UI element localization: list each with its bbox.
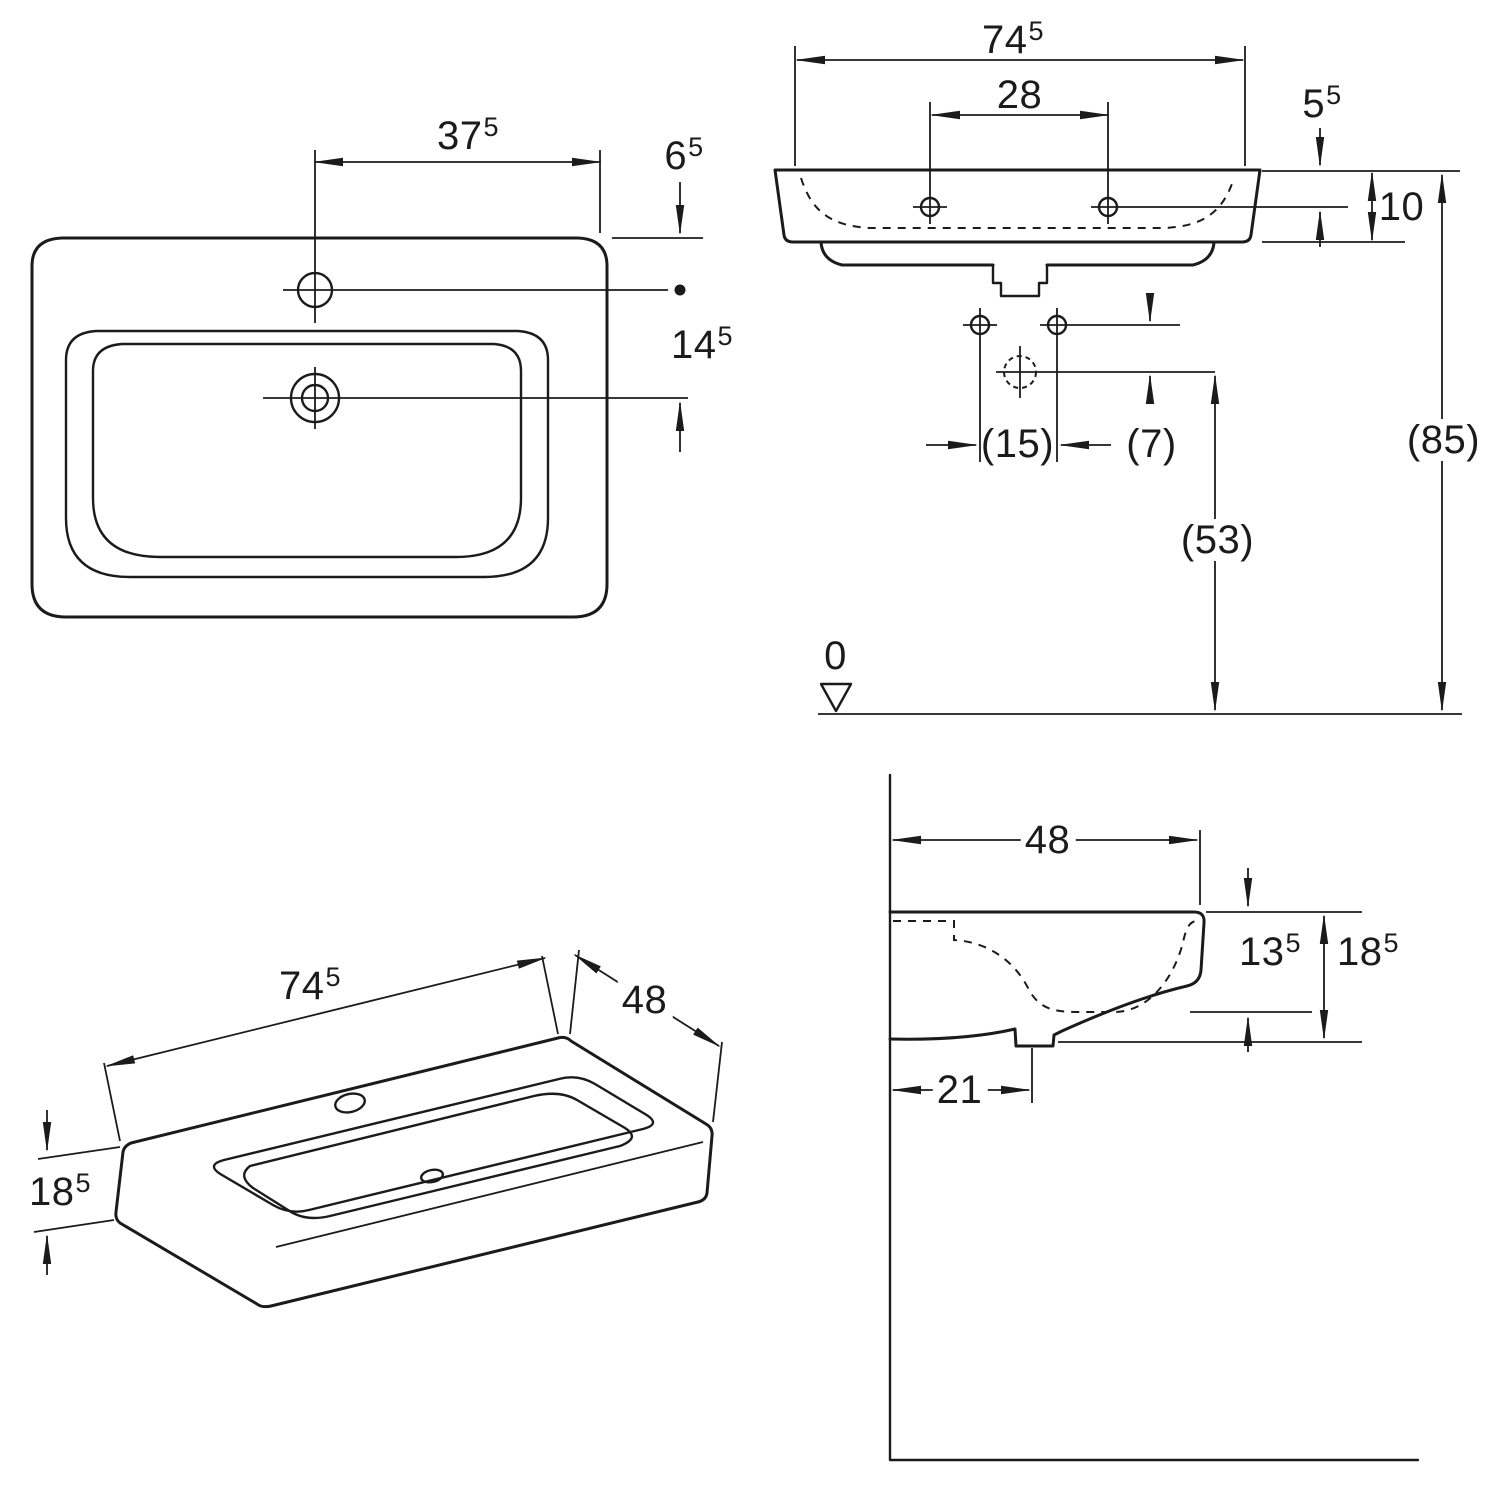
dim-value: (7) <box>1126 422 1177 466</box>
sink-body-outline <box>114 1035 714 1309</box>
dim-label-iso-height: 185 <box>28 1170 91 1214</box>
basin-bowl <box>243 1092 633 1220</box>
basin-rim <box>212 1076 655 1213</box>
dim-label-side-wall-to-drain: 21 <box>932 1068 988 1112</box>
dim-value: 48 <box>1024 818 1071 862</box>
hidden-basin-section <box>893 920 1198 1013</box>
extension-line <box>37 1146 121 1160</box>
dim-superscript: 5 <box>717 321 734 351</box>
dim-label-side-depth: 48 <box>1020 818 1076 862</box>
extension-line <box>569 949 580 1035</box>
dim-superscript: 5 <box>1285 928 1302 958</box>
dim-value: 18 <box>1336 930 1383 974</box>
dim-value: 14 <box>670 323 717 367</box>
side-view <box>888 773 1420 1462</box>
dim-superscript: 5 <box>325 962 342 992</box>
dim-value: 74 <box>981 18 1028 62</box>
dim-label-plan-tap-to-drain: 145 <box>670 323 733 367</box>
dim-label-front-datum: 0 <box>824 636 848 676</box>
dim-label-plan-front-edge-to-tap: 65 <box>664 134 703 178</box>
dim-superscript: 5 <box>1028 16 1045 46</box>
dim-value: 10 <box>1378 185 1425 229</box>
extension-line <box>103 1062 121 1142</box>
dim-label-plan-tap-to-right-edge: 375 <box>436 114 499 158</box>
dim-value: (53) <box>1180 518 1255 562</box>
dim-line-74-5 <box>105 957 547 1067</box>
datum-triangle-icon <box>819 682 853 713</box>
dim-label-front-rim-to-tap: 55 <box>1302 82 1341 126</box>
wall-floor-line <box>888 773 1420 1462</box>
extension-line <box>541 955 559 1035</box>
plan-view <box>30 150 703 619</box>
dim-value: 48 <box>621 978 668 1022</box>
tap-hole <box>334 1092 366 1114</box>
dim-value: 5 <box>1302 82 1326 126</box>
rim-front-edge-line <box>275 1141 704 1248</box>
sink-slab <box>773 168 1262 244</box>
dim-value: 18 <box>28 1170 75 1214</box>
dim-label-iso-width: 745 <box>278 964 341 1008</box>
dim-label-front-fixing-to-drain: (7) <box>1126 424 1177 464</box>
dim-value: (85) <box>1406 418 1481 462</box>
dim-value: 0 <box>824 634 847 678</box>
dim-value: 74 <box>278 964 325 1008</box>
apron-left <box>819 240 995 267</box>
dim-label-side-height: 185 <box>1336 930 1399 974</box>
hidden-basin-line <box>800 177 1235 229</box>
dim-label-iso-depth: 48 <box>617 978 673 1022</box>
dim-superscript: 5 <box>1383 928 1400 958</box>
apron-right <box>1045 240 1216 267</box>
dim-label-front-rim-thickness: 10 <box>1379 187 1426 227</box>
dim-value: 28 <box>996 73 1043 117</box>
dim-superscript: 5 <box>483 112 500 142</box>
basin-bowl <box>91 342 523 559</box>
dim-label-side-basin-depth: 135 <box>1238 930 1301 974</box>
drain <box>419 1168 445 1184</box>
dim-value: 21 <box>936 1068 983 1112</box>
sink-profile <box>888 910 1206 1048</box>
dim-value: 6 <box>664 134 688 178</box>
extension-line <box>33 1219 115 1233</box>
dim-superscript: 5 <box>688 132 704 162</box>
dim-value: 37 <box>436 114 483 158</box>
dim-label-front-tap-spacing: 28 <box>997 75 1044 115</box>
dim-superscript: 5 <box>75 1168 92 1198</box>
front-view <box>773 46 1462 715</box>
basin-rim <box>64 329 550 579</box>
dim-label-front-rim-height: (85) <box>1402 418 1486 462</box>
reference-dot <box>674 284 686 296</box>
dim-superscript: 5 <box>1326 80 1342 110</box>
dim-label-front-fixing-spacing: (15) <box>981 424 1055 464</box>
extension-line <box>712 1041 723 1123</box>
sink-outline <box>30 236 609 619</box>
drain-boss <box>991 263 1049 298</box>
dim-label-front-overall-width: 745 <box>981 18 1044 62</box>
dim-value: 13 <box>1238 930 1285 974</box>
dim-value: (15) <box>980 422 1055 466</box>
iso-view <box>33 949 723 1309</box>
dim-label-front-drain-height: (53) <box>1176 518 1260 562</box>
